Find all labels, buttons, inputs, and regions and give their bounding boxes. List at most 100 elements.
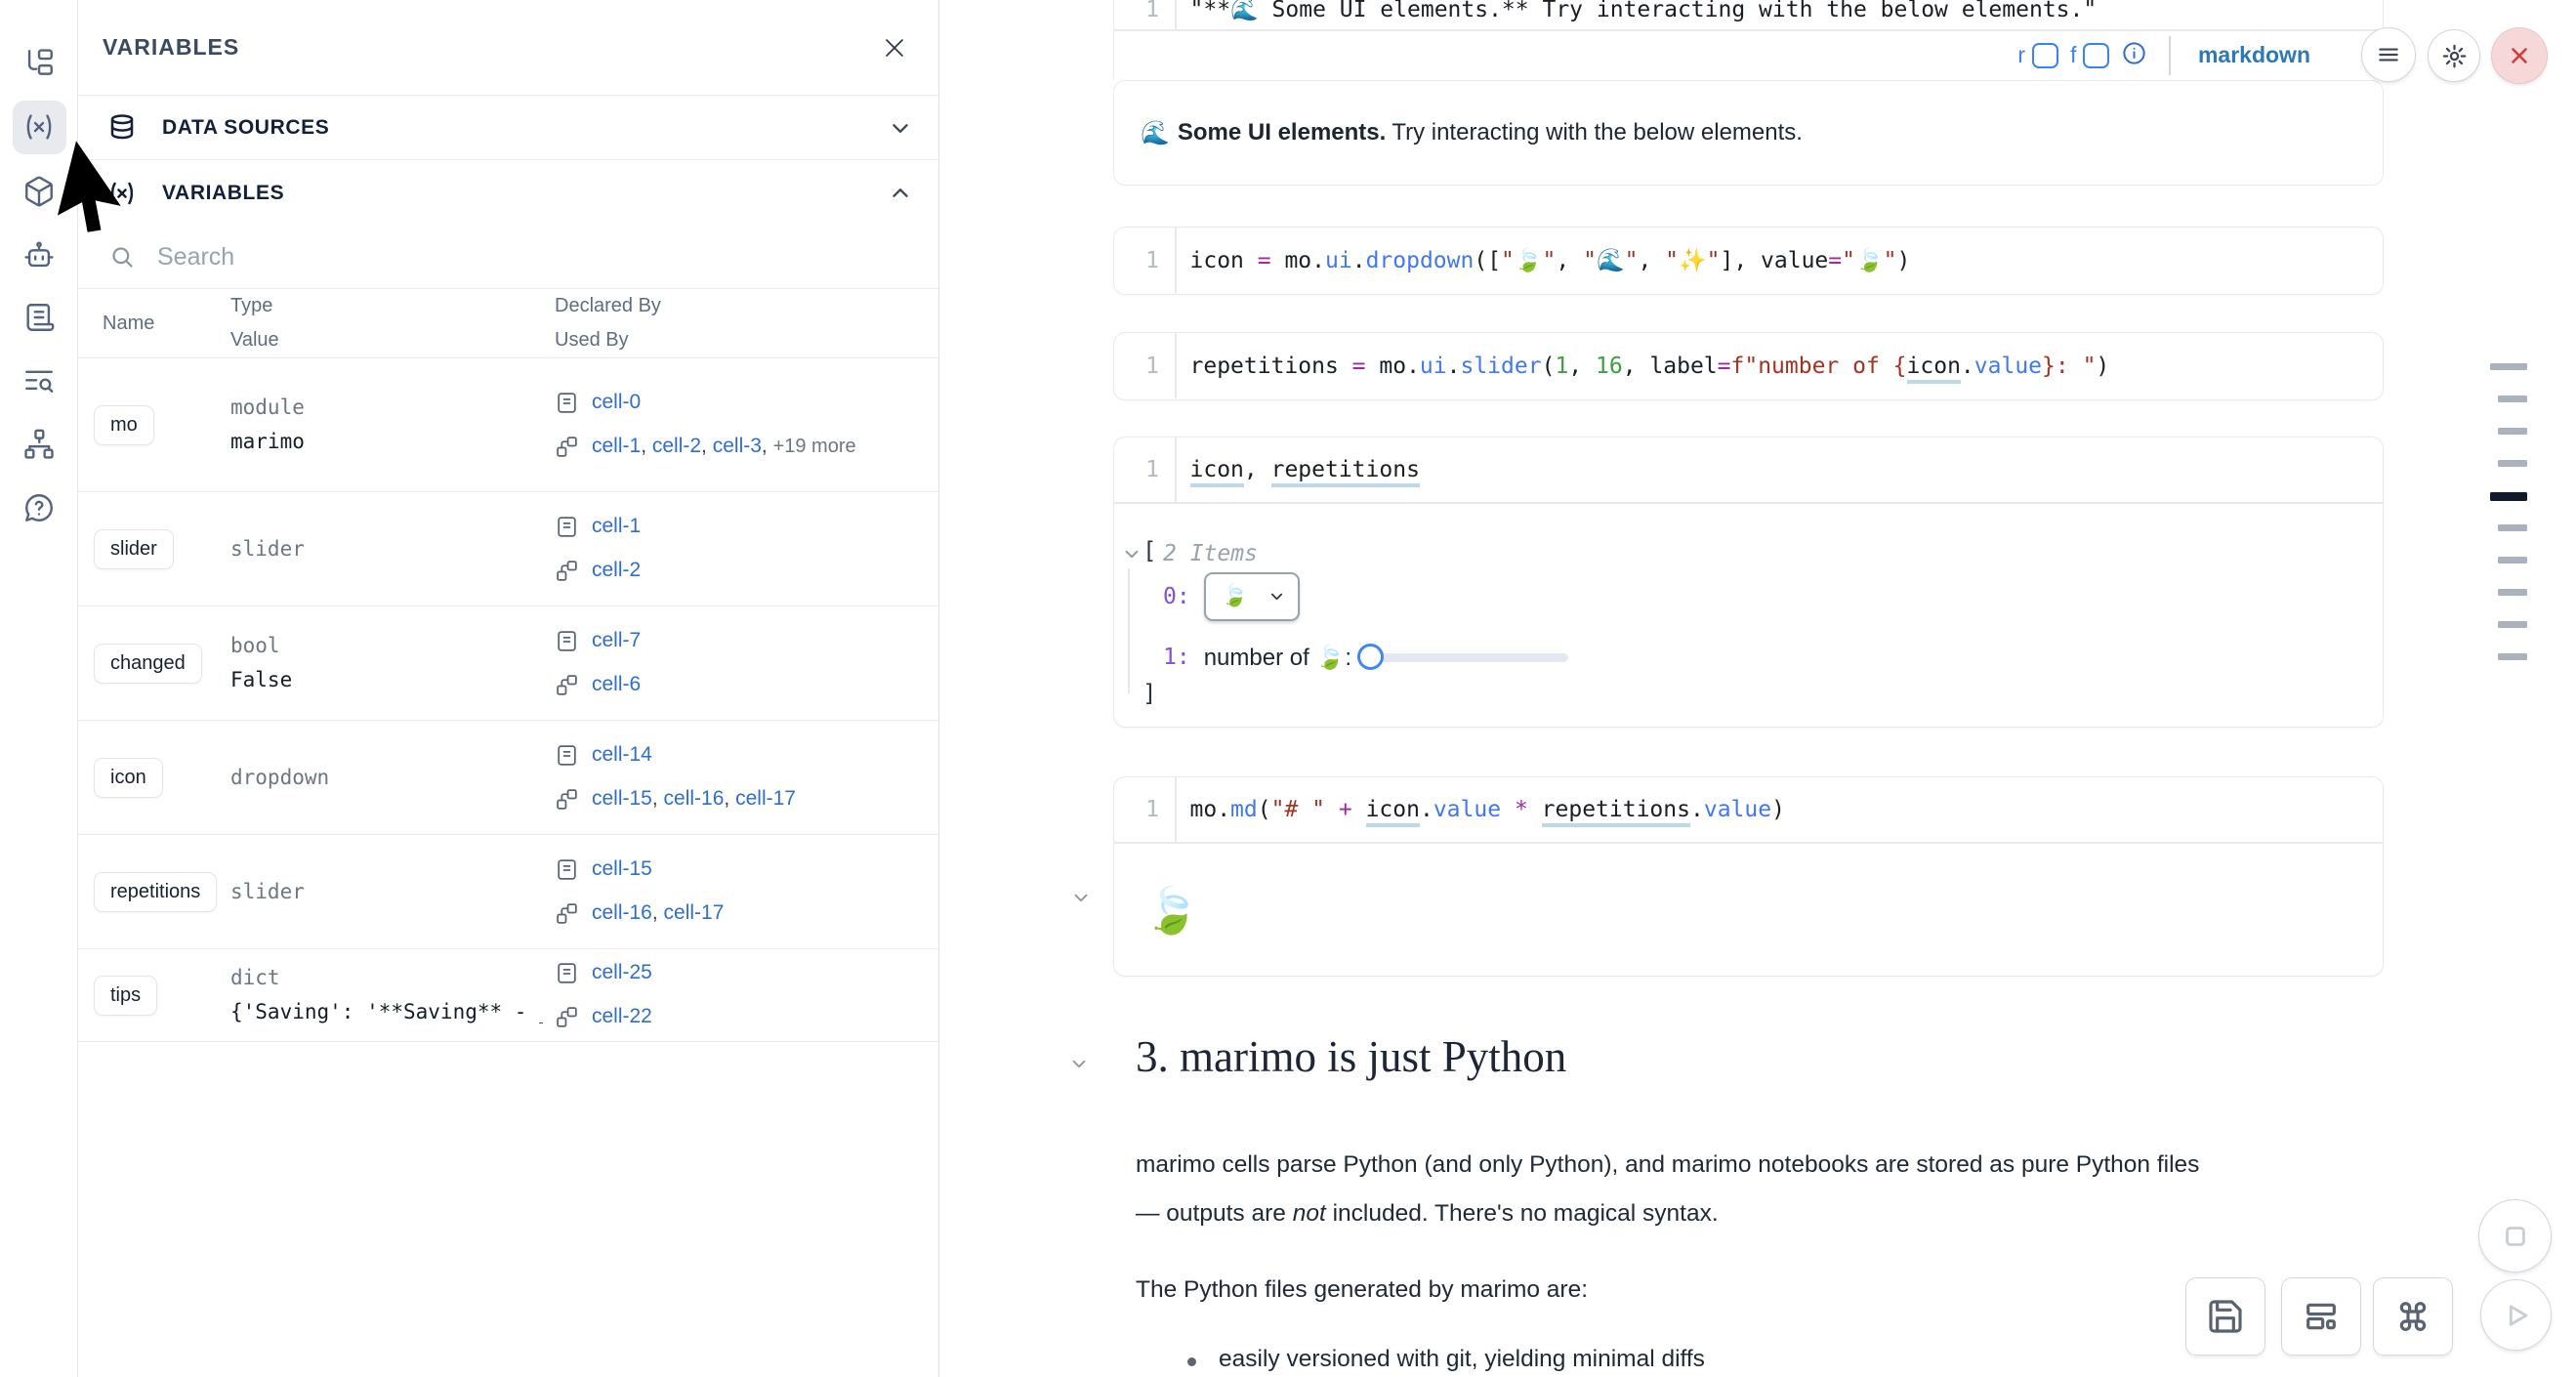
cell-minimap[interactable] (2490, 363, 2527, 686)
cell-link[interactable]: cell-2 (592, 559, 642, 581)
declared-by-icon (558, 393, 576, 413)
variable-name-badge[interactable]: repetitions (94, 871, 218, 912)
code-cell-momd[interactable]: 1 mo.md("# " + icon.value * repetitions.… (1113, 776, 2384, 977)
icon-dropdown-select[interactable]: 🍃 (1203, 571, 1300, 621)
used-by-icon (557, 1007, 577, 1027)
variable-name-badge[interactable]: icon (94, 757, 163, 798)
cell-link[interactable]: cell-15 (592, 857, 652, 880)
packages-icon[interactable] (22, 175, 56, 208)
cell-link[interactable]: cell-22 (592, 1005, 652, 1027)
minimap-dash[interactable] (2498, 460, 2527, 467)
stop-button[interactable] (2478, 1199, 2552, 1273)
variable-name-badge[interactable]: slider (94, 528, 174, 569)
menu-button[interactable] (2361, 27, 2416, 82)
used-by-icon (557, 561, 577, 581)
minimap-dash[interactable] (2490, 363, 2527, 370)
dependencies-icon[interactable] (22, 428, 56, 461)
cell-link[interactable]: cell-15 (592, 787, 652, 810)
code-cell-expression[interactable]: 1 icon, repetitions [ 2 Items 0: 🍃 1: nu… (1113, 437, 2384, 728)
minimap-dash[interactable] (2498, 428, 2527, 435)
file-explorer-icon[interactable] (22, 47, 56, 80)
variables-icon[interactable] (22, 110, 56, 144)
code-line[interactable]: "**🌊 Some UI elements.** Try interacting… (1189, 0, 2098, 22)
raw-string-toggle-label: r (2017, 42, 2026, 67)
tree-guide-line (1128, 567, 1130, 693)
slider-thumb[interactable] (1356, 643, 1384, 670)
code-line[interactable]: mo.md("# " + icon.value * repetitions.va… (1177, 797, 1785, 827)
cell-language-label[interactable]: markdown (2197, 42, 2310, 67)
bullet-point (1187, 1357, 1196, 1366)
more-cells-label: +19 more (772, 436, 856, 457)
code-line[interactable]: repetitions = mo.ui.slider(1, 16, label=… (1177, 353, 2109, 384)
repetitions-slider[interactable] (1356, 643, 1568, 670)
cell-link[interactable]: cell-0 (592, 391, 642, 413)
cell-footer-toolbar: r f markdown (1114, 31, 2383, 80)
save-button[interactable] (2185, 1277, 2265, 1356)
declared-by-icon (558, 517, 576, 537)
section-data-sources[interactable]: DATA SOURCES (78, 96, 938, 160)
logs-icon[interactable] (22, 301, 56, 334)
cell-link[interactable]: cell-3 (712, 435, 762, 457)
cell-link[interactable]: cell-17 (735, 787, 796, 810)
ai-assistant-icon[interactable] (22, 239, 56, 272)
run-button[interactable] (2480, 1279, 2552, 1351)
slider-label: number of 🍃: (1203, 644, 1351, 671)
variable-name-badge[interactable]: tips (94, 975, 158, 1016)
cell-link[interactable]: cell-2 (651, 435, 702, 457)
help-icon[interactable] (22, 491, 56, 524)
variable-type: slider (230, 536, 305, 561)
minimap-dash[interactable] (2498, 524, 2527, 531)
item-index: 1: (1163, 645, 1190, 670)
raw-string-checkbox[interactable] (2032, 42, 2059, 68)
minimap-dash[interactable] (2498, 396, 2527, 402)
variable-type: dict (230, 966, 280, 989)
minimap-dash[interactable] (2498, 653, 2527, 660)
panel-title: VARIABLES (103, 34, 240, 60)
cell-link[interactable]: cell-25 (592, 961, 652, 983)
cell-link[interactable]: cell-16 (663, 787, 725, 810)
section-collapse-chevron-icon[interactable] (1068, 1053, 1090, 1079)
command-palette-button[interactable] (2373, 1277, 2453, 1356)
section-label: VARIABLES (162, 182, 285, 204)
code-cell-dropdown[interactable]: 1 icon = mo.ui.dropdown(["🍃", "🌊", "✨"],… (1113, 227, 2384, 295)
layout-button[interactable] (2281, 1277, 2361, 1356)
minimap-dash[interactable] (2498, 621, 2527, 628)
minimap-dash[interactable] (2498, 557, 2527, 563)
variable-name-badge[interactable]: changed (94, 643, 202, 684)
variables-table-header: Name Type Value Declared By Used By (78, 289, 938, 358)
format-string-checkbox[interactable] (2083, 42, 2110, 68)
markdown-editor-cell[interactable]: 1 "**🌊 Some UI elements.** Try interacti… (1113, 0, 2384, 80)
code-line[interactable]: icon, repetitions (1177, 457, 1420, 487)
search-input[interactable] (157, 243, 782, 271)
chevron-down-icon (1270, 593, 1282, 601)
settings-button[interactable] (2428, 29, 2480, 82)
bullet-text: easily versioned with git, yielding mini… (1219, 1346, 1705, 1372)
variable-name-badge[interactable]: mo (94, 404, 154, 445)
run-play-icon (2509, 1304, 2527, 1326)
snippets-icon[interactable] (22, 364, 56, 397)
declared-by-icon (558, 631, 576, 651)
tree-item-0: 0: 🍃 (1163, 571, 1300, 621)
minimap-dash-active[interactable] (2490, 492, 2527, 501)
code-line[interactable]: icon = mo.ui.dropdown(["🍃", "🌊", "✨"], v… (1189, 248, 1911, 273)
cell-link[interactable]: cell-1 (592, 435, 642, 457)
output-collapse-chevron-icon[interactable] (1070, 887, 1092, 913)
cell-link[interactable]: cell-7 (592, 629, 642, 651)
cell-link[interactable]: cell-16 (592, 901, 652, 924)
minimap-dash[interactable] (2498, 589, 2527, 596)
section-variables[interactable]: VARIABLES (78, 160, 938, 227)
cell-link[interactable]: cell-14 (592, 743, 652, 766)
close-icon[interactable] (878, 31, 911, 64)
line-number: 1 (1145, 457, 1159, 482)
cell-link[interactable]: cell-6 (592, 673, 642, 695)
collapse-chevron-icon[interactable] (1121, 543, 1143, 568)
cell-link[interactable]: cell-17 (663, 901, 725, 924)
code-cell-slider[interactable]: 1 repetitions = mo.ui.slider(1, 16, labe… (1113, 332, 2384, 400)
shutdown-button[interactable] (2491, 27, 2548, 84)
line-number: 1 (1145, 0, 1159, 22)
item-index: 0: (1163, 583, 1190, 609)
cell-link[interactable]: cell-1 (592, 515, 642, 537)
info-icon[interactable] (2121, 40, 2147, 71)
